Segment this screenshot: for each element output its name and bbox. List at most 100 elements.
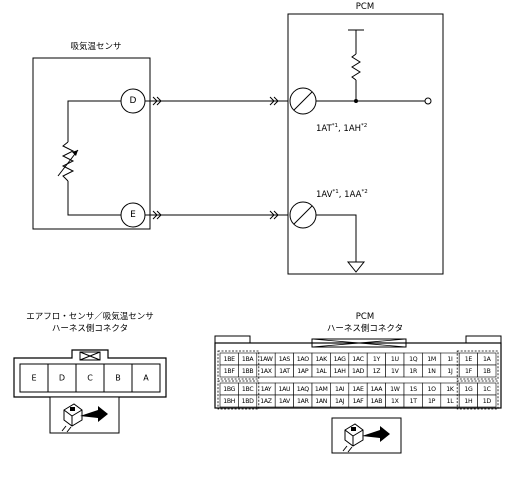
pcm-pin-label: 1AV — [279, 398, 291, 405]
pcm-pin-label: 1AO — [297, 356, 309, 363]
sensor-connector-pin: C — [87, 374, 93, 383]
pcm-pin-label: 1I — [447, 356, 453, 363]
pcm-pin-label: 1AL — [316, 368, 328, 375]
pcm-box — [287, 13, 444, 275]
pcm-pin-label: 1AR — [297, 398, 310, 405]
pcm-pin-group-outline — [456, 350, 499, 380]
pcm-pin-label: 1AX — [260, 368, 273, 375]
pcm-pin-label: 1AK — [316, 356, 329, 363]
pcm-pin-label: 1AF — [353, 398, 365, 405]
pcm-pin-label: 1X — [391, 398, 400, 405]
pcm-pin-label: 1Y — [373, 356, 381, 363]
pcm-pin-label: 1T — [410, 398, 418, 405]
sensor-connector-title-1: エアフロ・センサ／吸気温センサ — [26, 311, 154, 322]
pcm-connector-title-2: ハーネス側コネクタ — [327, 323, 403, 334]
pcm-pin-label: 1BB — [242, 368, 254, 375]
pcm-connector — [214, 335, 502, 409]
pcm-pin-label: 1D — [483, 398, 492, 405]
pcm-pin-label: 1V — [391, 368, 400, 375]
pcm-pin-label: 1B — [483, 368, 491, 375]
pcm-connector-title-1: PCM — [356, 312, 374, 322]
pcm-pin-label: 1AN — [315, 398, 328, 405]
pcm-pin-group-outline — [456, 380, 499, 410]
pcm-pin-label: 1AW — [259, 356, 272, 363]
thermistor-icon — [61, 141, 75, 182]
connector-view-icon-left — [49, 396, 120, 434]
ground-icon — [346, 261, 366, 273]
pcm-pin-label: 1E — [465, 356, 473, 363]
pcm-terminal-bottom-label: 1AV*1, 1AA*2 — [316, 189, 368, 200]
pullup-resistor-icon — [351, 53, 361, 81]
pcm-pin-label: 1C — [483, 386, 491, 393]
sensor-connector-title-2: ハーネス側コネクタ — [52, 323, 128, 334]
pcm-pin-label: 1BH — [223, 398, 236, 405]
pcm-pin-label: 1AT — [279, 368, 290, 375]
pcm-pin-label: 1AH — [334, 368, 347, 375]
sensor-pin-e-label: E — [130, 210, 136, 220]
pcm-pin-label: 1AC — [352, 356, 363, 363]
pcm-pin-label: 1AJ — [335, 398, 345, 405]
sensor-box — [32, 57, 151, 230]
pcm-pin-label: 1J — [447, 368, 453, 375]
pcm-pin-label: 1Z — [373, 368, 381, 375]
pcm-pin-label: 1AY — [261, 386, 272, 393]
pcm-pin-label: 1BF — [224, 368, 236, 375]
pcm-pin-label: 1BC — [242, 386, 254, 393]
sensor-connector-pin: D — [59, 374, 65, 383]
pcm-pin-label: 1M — [427, 356, 436, 363]
pcm-pin-label: 1AD — [352, 368, 365, 375]
pcm-pin-label: 1AM — [315, 386, 328, 393]
pcm-pin-label: 1BA — [242, 356, 255, 363]
pcm-pin-label: 1BG — [223, 386, 235, 393]
pcm-pin-label: 1AZ — [260, 398, 272, 405]
pcm-pin-label: 1N — [428, 368, 437, 375]
sensor-pin-d-label: D — [130, 96, 137, 106]
pcm-terminal-bottom-slash — [293, 205, 313, 225]
pcm-pin-label: 1Q — [409, 356, 418, 363]
pcm-pin-label: 1S — [410, 386, 418, 393]
pcm-pin-label: 1R — [409, 368, 418, 375]
pcm-pin-group-outline — [217, 350, 260, 380]
pcm-pin-label: 1AA — [371, 386, 384, 393]
pcm-pin-label: 1H — [464, 398, 473, 405]
pcm-pin-label: 1AS — [279, 356, 291, 363]
pcm-pin-label: 1AB — [371, 398, 383, 405]
pcm-pin-label: 1AQ — [297, 386, 309, 393]
pcm-pin-label: 1AU — [278, 386, 290, 393]
pcm-pin-label: 1G — [464, 386, 473, 393]
pcm-pin-label: 1AI — [335, 386, 345, 393]
pcm-connector-pins: 1BE 1BA 1AW 1AS 1AO 1AK 1AG 1AC 1Y 1U 1Q 1M 1I 1E 1A 1B… — [217, 350, 499, 410]
pcm-pin-label: 1U — [391, 356, 399, 363]
pcm-title: PCM — [356, 2, 374, 12]
pcm-pin-label: 1A — [483, 356, 492, 363]
pcm-terminal-top-slash — [293, 91, 313, 111]
pcm-terminal-top-label: 1AT*1, 1AH*2 — [316, 123, 367, 134]
pcm-pin-label: 1P — [428, 398, 436, 405]
pcm-pin-label: 1L — [447, 398, 455, 405]
sensor-wire-top — [67, 100, 121, 142]
sensor-connector-pin: B — [115, 374, 121, 383]
pcm-pin-label: 1K — [446, 386, 455, 393]
pcm-pin-label: 1BE — [224, 356, 236, 363]
sensor-connector-pin: E — [31, 374, 36, 383]
pcm-pin-label: 1BD — [242, 398, 255, 405]
pcm-pin-cell — [477, 394, 497, 408]
pcm-ground-wire — [316, 214, 357, 262]
pcm-pin-label: 1AP — [297, 368, 309, 375]
pcm-pin-label: 1AG — [334, 356, 346, 363]
connector-view-icon-right — [331, 417, 402, 454]
pcm-pin-group-outline — [217, 380, 260, 410]
pcm-pin-label: 1O — [427, 386, 436, 393]
pcm-output-node — [424, 97, 432, 105]
sensor-connector-pin: A — [143, 374, 149, 383]
sensor-title: 吸気温センサ — [70, 41, 121, 52]
connector-chevrons — [152, 96, 279, 220]
pcm-pin-cell — [477, 364, 497, 378]
thermistor-arrow-icon — [72, 150, 78, 156]
pcm-pin-label: 1F — [465, 368, 473, 375]
pcm-pin-label: 1AE — [352, 386, 364, 393]
pcm-pin-label: 1W — [390, 386, 400, 393]
